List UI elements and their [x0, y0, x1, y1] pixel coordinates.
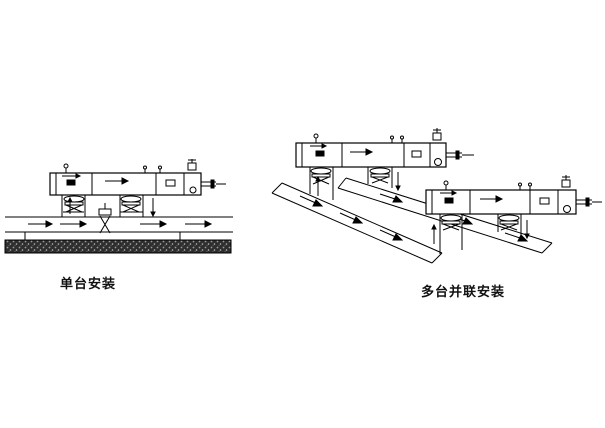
main-pipe — [5, 216, 233, 233]
fan-unit-2 — [119, 195, 156, 218]
unit-body-b — [425, 175, 602, 215]
unit-body-a — [295, 128, 474, 168]
caption-single-installation: 单台安装 — [60, 277, 117, 292]
single-installation — [4, 159, 233, 254]
caption-multi-installation: 多台并联安装 — [421, 285, 506, 300]
diagonal-pipe-1 — [271, 182, 443, 264]
unit-body — [49, 159, 226, 196]
fan-unit-a1 — [309, 167, 334, 200]
bypass-valve — [98, 203, 112, 234]
fan-unit-b1 — [431, 214, 463, 254]
ground-strip — [4, 239, 232, 254]
fan-unit-1 — [61, 195, 86, 217]
fan-unit-a2 — [367, 167, 401, 192]
fan-unit-b2 — [497, 214, 530, 240]
multi-installation — [271, 128, 602, 264]
